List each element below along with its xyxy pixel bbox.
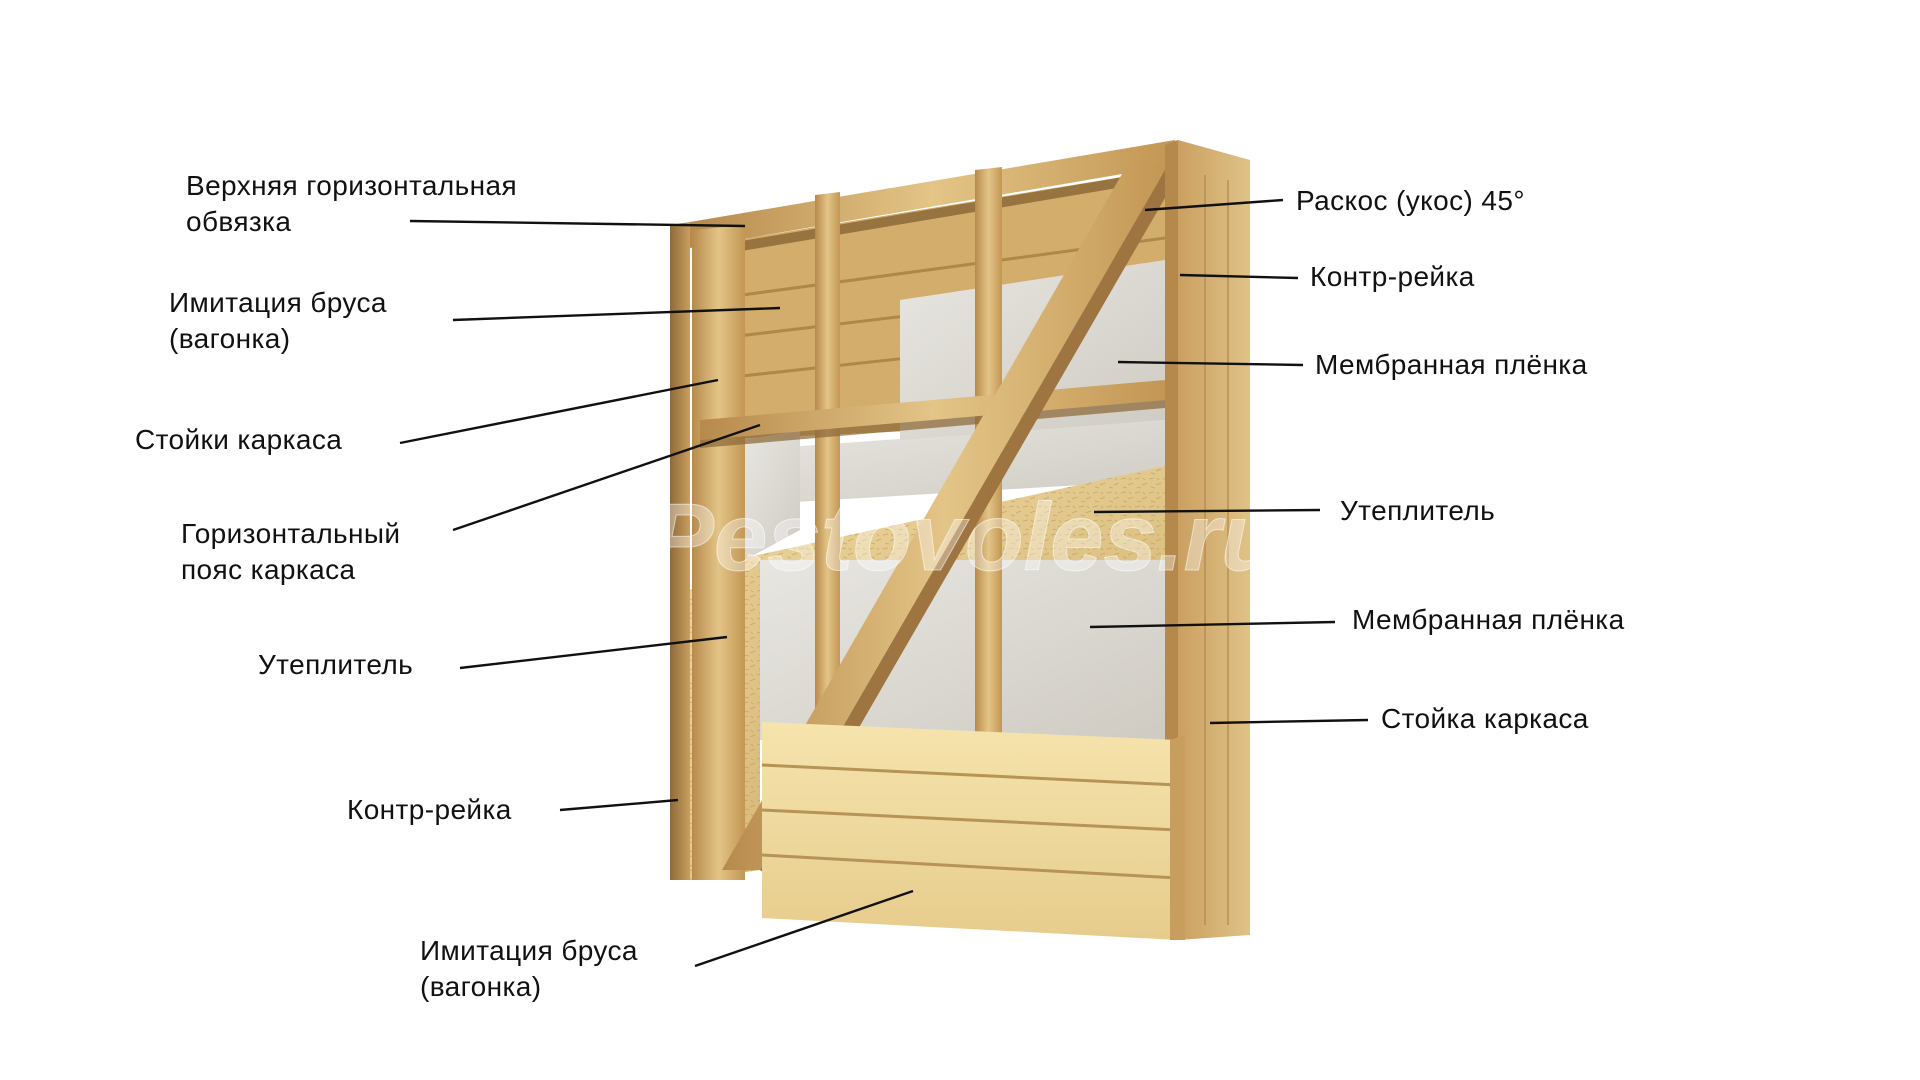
stud-2: [815, 192, 840, 805]
lining-lower-seams: [761, 763, 1179, 880]
leader-insulation-left: [459, 635, 728, 670]
label-lining-bottom: Имитация бруса (вагонка): [420, 935, 638, 1002]
membrane-left-strip: [745, 430, 800, 560]
label-counter-batten-left: Контр-рейка: [347, 794, 512, 825]
label-insulation-left: Утеплитель: [258, 649, 414, 680]
stud-1: [692, 225, 745, 880]
leader-membrane-bottom: [1089, 620, 1336, 629]
leader-brace: [1144, 198, 1284, 212]
leader-insulation-right: [1093, 508, 1321, 514]
leader-lining-top: [452, 306, 781, 322]
membrane-upper-panel: [745, 420, 1165, 505]
watermark: Pestovoles.ru: [650, 484, 1280, 591]
leader-frame-stud: [1209, 718, 1369, 725]
label-frame-studs: Стойки каркаса: [135, 424, 343, 455]
frame-stud-right: [1178, 140, 1250, 940]
leader-top-plate: [409, 219, 746, 228]
label-counter-batten-right: Контр-рейка: [1310, 261, 1475, 292]
diagonal-brace: [722, 160, 1168, 870]
leader-counter-batten-left: [559, 798, 679, 812]
label-frame-stud: Стойка каркаса: [1381, 703, 1589, 734]
top-plate-bar: [690, 140, 1175, 248]
leader-counter-batten-right: [1179, 273, 1299, 280]
leader-lining-bottom: [694, 889, 914, 968]
label-lining-top: Имитация бруса (вагонка): [169, 287, 387, 354]
leader-frame-studs: [399, 378, 719, 445]
lining-lower-boards: [762, 722, 1178, 940]
leader-horizontal-belt: [452, 423, 761, 532]
label-horizontal-belt: Горизонтальный пояс каркаса: [181, 518, 401, 585]
wall-body: [670, 140, 1250, 940]
label-membrane-bottom: Мембранная плёнка: [1352, 604, 1625, 635]
label-insulation-right: Утеплитель: [1340, 495, 1496, 526]
label-membrane-top: Мембранная плёнка: [1315, 349, 1588, 380]
label-top-plate: Верхняя горизонтальная обвязка: [186, 170, 518, 237]
label-brace: Раскос (укос) 45°: [1296, 185, 1525, 216]
leader-membrane-top: [1117, 360, 1304, 367]
leader-lines: [399, 198, 1369, 968]
